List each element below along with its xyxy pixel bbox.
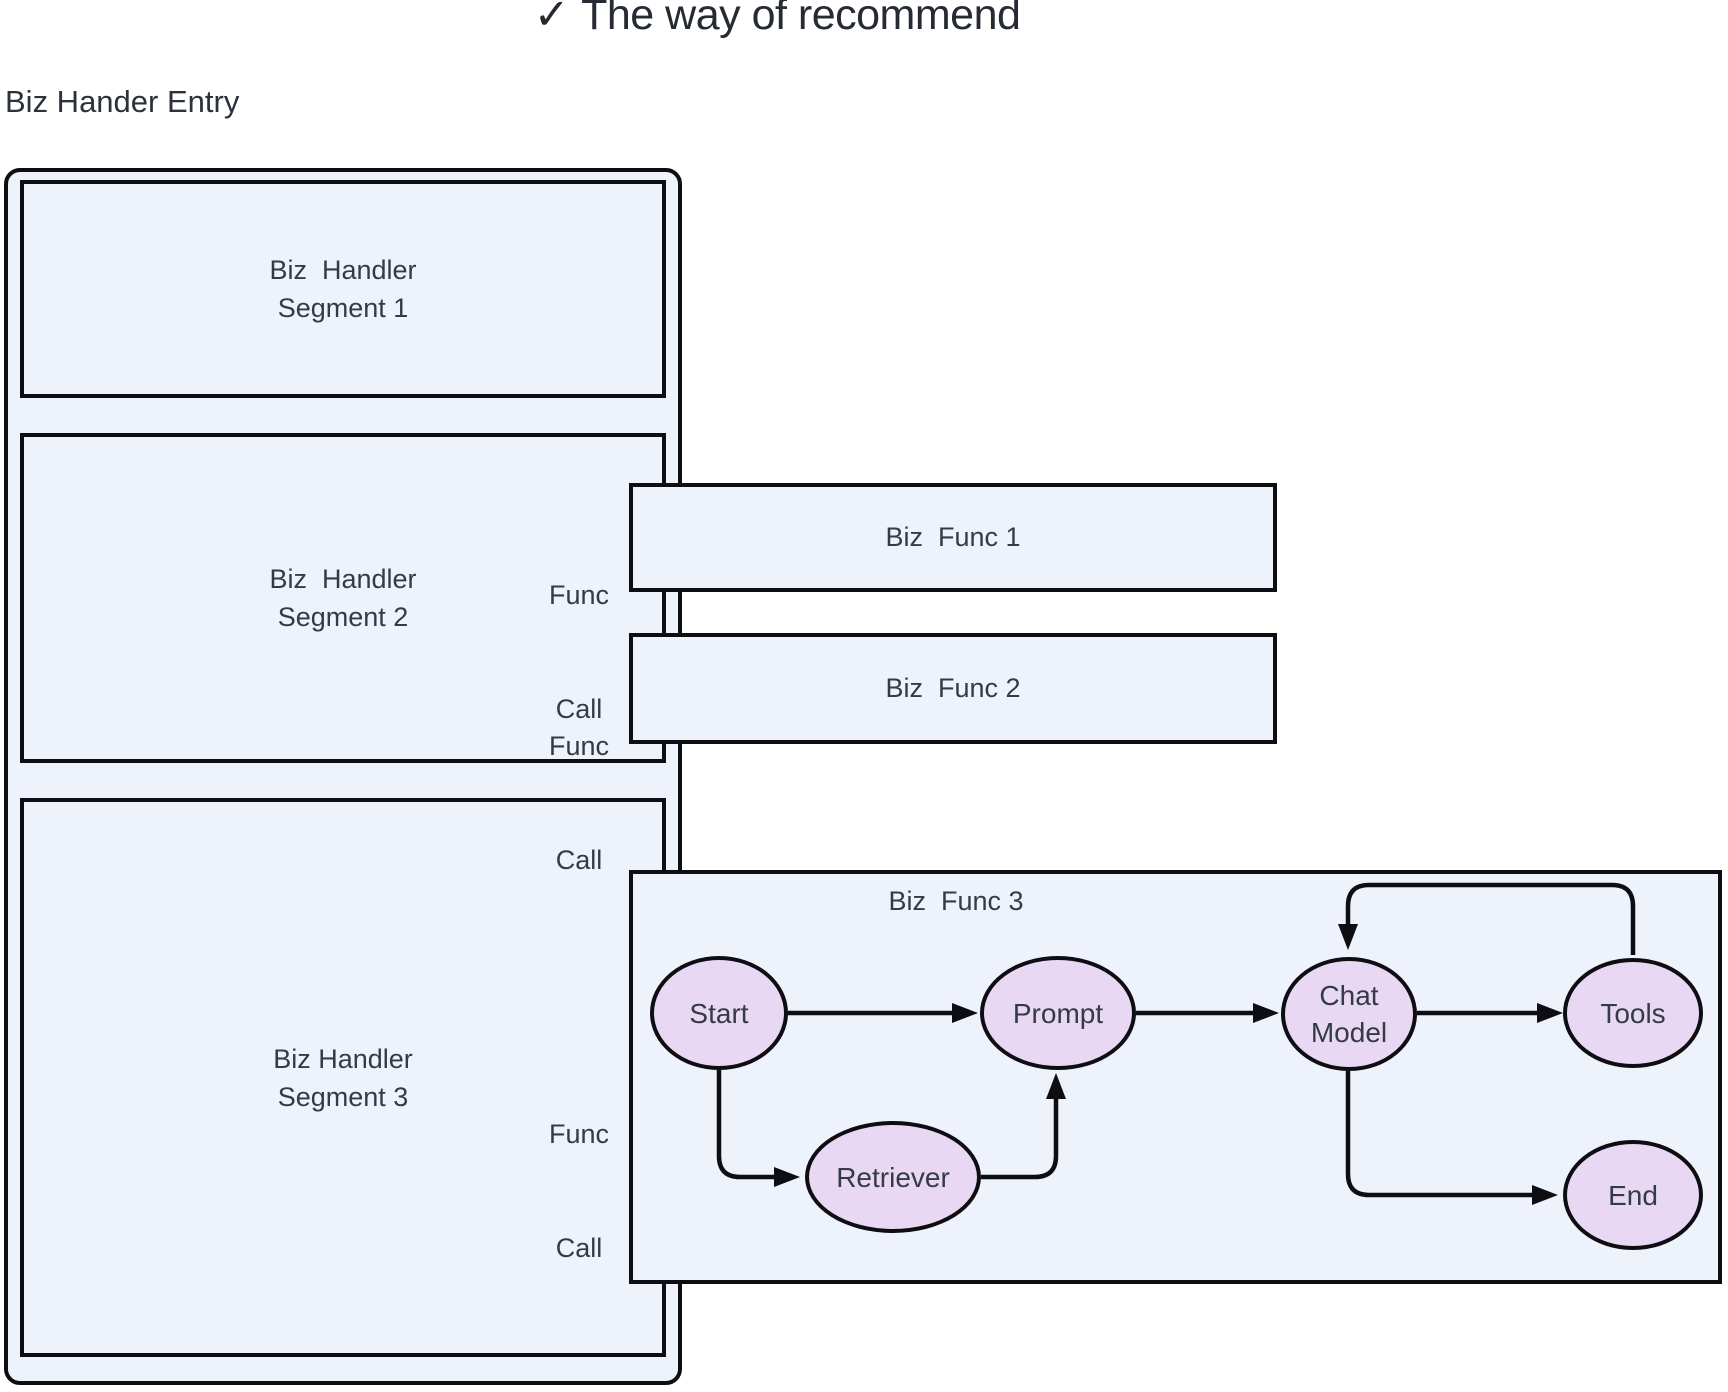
func-call-label-2: Func Call (538, 651, 620, 955)
flow-node-retriever: Retriever (805, 1121, 981, 1233)
biz-func-2-label: Biz Func 2 (885, 673, 1021, 703)
func-call-3-line1: Func (548, 1119, 610, 1149)
flow-node-chat-model: Chat Model (1281, 957, 1417, 1071)
func-call-2-line2: Call (555, 845, 603, 875)
segment-1-line2: Segment 1 (277, 293, 409, 323)
flow-node-chat-model-line1: Chat (1319, 980, 1379, 1011)
flow-node-chat-model-line2: Model (1310, 1017, 1388, 1048)
func-call-1-line2: Call (555, 694, 603, 724)
flow-node-tools: Tools (1563, 958, 1703, 1068)
segment-1-box: Biz Handler Segment 1 (20, 180, 666, 398)
flow-node-prompt: Prompt (980, 956, 1136, 1070)
flow-node-end: End (1563, 1140, 1703, 1250)
flow-node-retriever-label: Retriever (836, 1161, 950, 1193)
func-call-1-line1: Func (548, 580, 610, 610)
func-call-label-1: Func Call (538, 500, 620, 804)
biz-func-3-box: Biz Func 3 (629, 870, 1722, 1284)
page-title: ✓ The way of recommend (534, 0, 1021, 40)
biz-func-2-box: Biz Func 2 (629, 633, 1277, 744)
biz-func-1-label: Biz Func 1 (885, 522, 1021, 552)
segment-1-line1: Biz Handler (269, 255, 417, 285)
flow-node-tools-label: Tools (1600, 997, 1666, 1029)
func-call-3-line2: Call (555, 1233, 603, 1263)
flow-node-prompt-label: Prompt (1012, 997, 1104, 1029)
flow-node-start: Start (650, 956, 788, 1070)
flow-node-end-label: End (1608, 1179, 1658, 1211)
func-call-label-3: Func Call (538, 1039, 620, 1343)
page-title-text: The way of recommend (581, 0, 1021, 39)
segment-2-line2: Segment 2 (277, 602, 409, 632)
segment-2-box: Biz Handler Segment 2 (20, 433, 666, 763)
segment-3-line2: Segment 3 (277, 1081, 409, 1112)
check-icon: ✓ (533, 0, 570, 39)
func-call-2-line1: Func (548, 731, 610, 761)
flow-node-start-label: Start (689, 997, 749, 1029)
entry-label: Biz Hander Entry (5, 84, 240, 119)
segment-2-line1: Biz Handler (269, 564, 417, 594)
biz-func-1-box: Biz Func 1 (629, 483, 1277, 592)
segment-3-line1: Biz Handler (273, 1043, 413, 1074)
biz-func-3-label: Biz Func 3 (888, 886, 1024, 916)
